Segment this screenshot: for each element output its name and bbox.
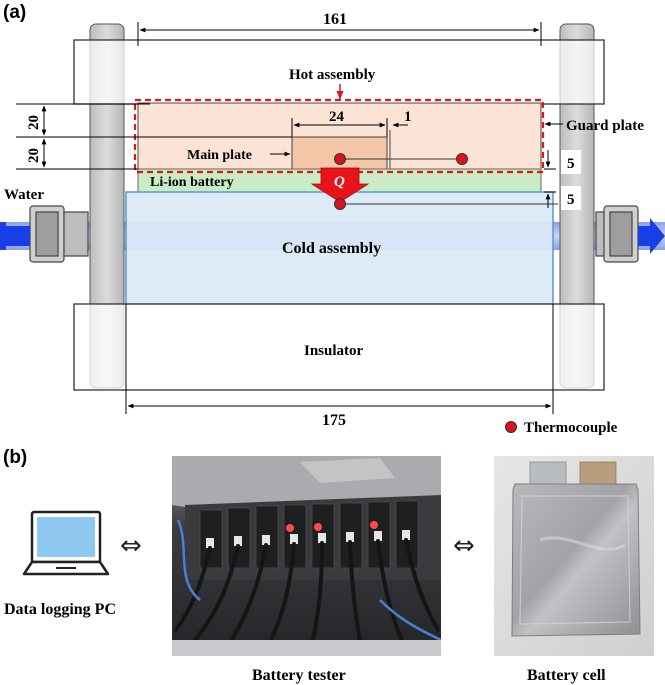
dim-20-lower: 20 bbox=[26, 148, 42, 163]
thermocouple-main-plate bbox=[334, 153, 346, 165]
dimension-20-20 bbox=[16, 103, 292, 170]
dim-175-label: 175 bbox=[322, 412, 346, 429]
dim-20-upper: 20 bbox=[26, 115, 42, 130]
tester-label: Battery tester bbox=[252, 667, 346, 684]
pipe-fitting-left bbox=[29, 205, 89, 263]
bidirectional-arrow-icon-right: ⇔ bbox=[453, 531, 475, 561]
battery-cell-photo bbox=[494, 456, 654, 656]
dim-1-label: 1 bbox=[404, 109, 412, 125]
laptop-icon bbox=[22, 510, 110, 576]
water-outlet-arrow bbox=[638, 218, 665, 254]
dim-161-label: 161 bbox=[323, 11, 347, 28]
dim-5-lower-box bbox=[561, 186, 581, 210]
thermocouple-guard-plate bbox=[456, 153, 468, 165]
panel-b-label: (b) bbox=[3, 447, 27, 468]
cell-label: Battery cell bbox=[527, 667, 606, 684]
battery-tester-photo bbox=[172, 456, 442, 656]
heat-flux-label: Q bbox=[334, 174, 345, 190]
cold-assembly-label: Cold assembly bbox=[282, 240, 381, 257]
heat-flux-arrow bbox=[310, 167, 370, 203]
dim-5-upper-box bbox=[561, 150, 581, 174]
li-ion-battery-label: Li-ion battery bbox=[150, 175, 234, 190]
dimension-161 bbox=[137, 22, 542, 46]
water-inlet-arrow bbox=[0, 226, 30, 246]
thermocouple-legend-icon bbox=[505, 421, 517, 433]
dimension-5-5 bbox=[544, 150, 556, 208]
guard-plate-label: Guard plate bbox=[566, 118, 644, 134]
dim-5-upper: 5 bbox=[567, 156, 575, 172]
main-plate-label: Main plate bbox=[187, 148, 252, 163]
cold-assembly bbox=[125, 191, 554, 305]
dim-5-lower: 5 bbox=[567, 192, 575, 208]
pc-label: Data logging PC bbox=[4, 601, 116, 618]
thermocouple-marks bbox=[334, 153, 558, 210]
dimension-24 bbox=[291, 118, 388, 137]
water-label: Water bbox=[4, 187, 44, 203]
thermocouple-cold bbox=[334, 198, 346, 210]
pipe-fitting-right bbox=[595, 205, 639, 263]
dimension-175 bbox=[125, 304, 554, 414]
dim-24-label: 24 bbox=[329, 109, 345, 125]
hot-assembly-label: Hot assembly bbox=[289, 67, 376, 83]
bidirectional-arrow-icon-left: ⇔ bbox=[120, 531, 142, 561]
thermocouple-legend-label: Thermocouple bbox=[524, 420, 618, 436]
panel-a-label: (a) bbox=[3, 2, 26, 23]
insulator bbox=[73, 303, 605, 391]
insulator-label: Insulator bbox=[304, 343, 364, 359]
